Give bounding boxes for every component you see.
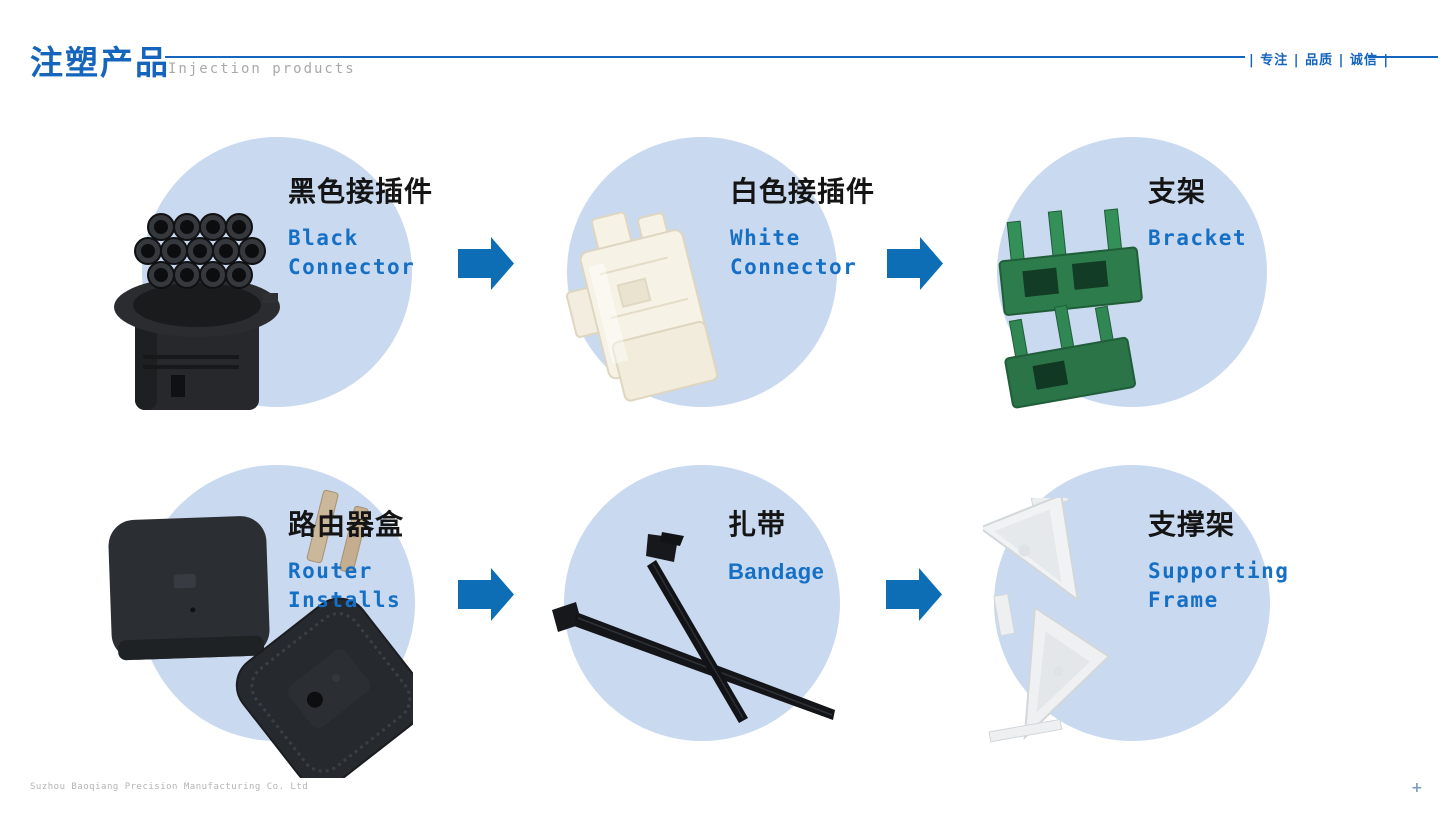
black-connector-photo bbox=[114, 213, 280, 410]
white-connector-photo bbox=[565, 211, 719, 402]
product-subtitle-en: Supporting Frame bbox=[1148, 559, 1290, 612]
cable-ties-photo bbox=[552, 532, 835, 723]
header-divider-left bbox=[165, 56, 1245, 58]
product-title-zh: 黑色接插件 bbox=[288, 175, 434, 208]
product-title-zh: 支撑架 bbox=[1148, 508, 1236, 541]
product-card-black-connector: 黑色接插件 Black Connector bbox=[114, 137, 432, 410]
green-bracket-photo bbox=[998, 208, 1143, 409]
product-title-zh: 扎带 bbox=[728, 508, 787, 541]
flow-arrow-icon bbox=[458, 237, 514, 290]
page-subtitle: Injection products bbox=[168, 61, 356, 77]
product-card-router-box: 路由器盒 Router Installs bbox=[108, 465, 415, 778]
page-marker-plus-icon: + bbox=[1411, 780, 1423, 796]
product-subtitle-en: White Connector bbox=[730, 226, 858, 279]
product-subtitle-en: Black Connector bbox=[288, 226, 416, 279]
product-subtitle-en: Bandage bbox=[728, 559, 825, 584]
flow-arrow-icon bbox=[458, 568, 514, 621]
product-card-bracket: 支架 Bracket bbox=[997, 137, 1267, 409]
product-card-supporting-frame: 支撑架 Supporting Frame bbox=[983, 465, 1288, 743]
slogan-text: | 专注 | 品质 | 诚信 | bbox=[1249, 53, 1390, 68]
router-boxes-photo bbox=[108, 489, 413, 778]
flow-arrow-icon bbox=[887, 237, 943, 290]
product-subtitle-en: Bracket bbox=[1148, 226, 1248, 250]
header-divider-right bbox=[1368, 56, 1438, 58]
page-title: 注塑产品 bbox=[30, 43, 170, 82]
product-title-zh: 支架 bbox=[1148, 175, 1207, 208]
flow-arrow-icon bbox=[886, 568, 942, 621]
product-card-bandage: 扎带 Bandage bbox=[552, 465, 840, 741]
company-name: Suzhou Baoqiang Precision Manufacturing … bbox=[30, 782, 309, 792]
product-title-zh: 白色接插件 bbox=[730, 175, 876, 208]
product-title-zh: 路由器盒 bbox=[288, 508, 405, 541]
supporting-frames-photo bbox=[983, 498, 1111, 743]
product-card-white-connector: 白色接插件 White Connector bbox=[565, 137, 874, 407]
product-subtitle-en: Router Installs bbox=[288, 559, 402, 612]
